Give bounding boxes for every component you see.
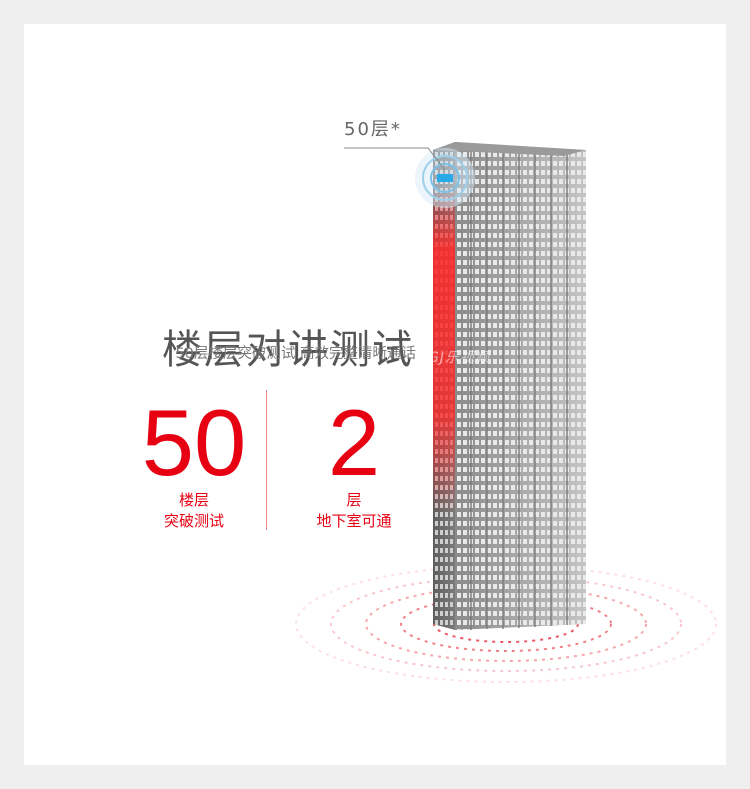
signal-icon	[415, 148, 475, 208]
stat-value: 2	[327, 390, 381, 495]
stat-floors: 50 楼层 突破测试	[124, 396, 264, 532]
watermark: GJ乐视频	[428, 350, 490, 366]
stat-caption: 突破测试	[163, 512, 224, 530]
page-title: 楼层对讲测试	[162, 326, 414, 373]
product-feature-card: 50层* 楼层对讲测试 50层楼层突破测试 高效完整清晰通话 50 楼层 突破测…	[24, 24, 726, 765]
floor-label: 50层*	[344, 119, 402, 140]
divider	[266, 390, 267, 530]
stat-caption: 层	[346, 491, 362, 509]
stat-value: 50	[141, 390, 247, 495]
page-subtitle: 50层楼层突破测试 高效完整清晰通话	[175, 346, 416, 362]
building-illustration	[295, 142, 717, 683]
stat-caption: 楼层	[178, 491, 209, 509]
stat-basement: 2 层 地下室可通	[284, 396, 424, 532]
stat-caption: 地下室可通	[316, 512, 392, 530]
